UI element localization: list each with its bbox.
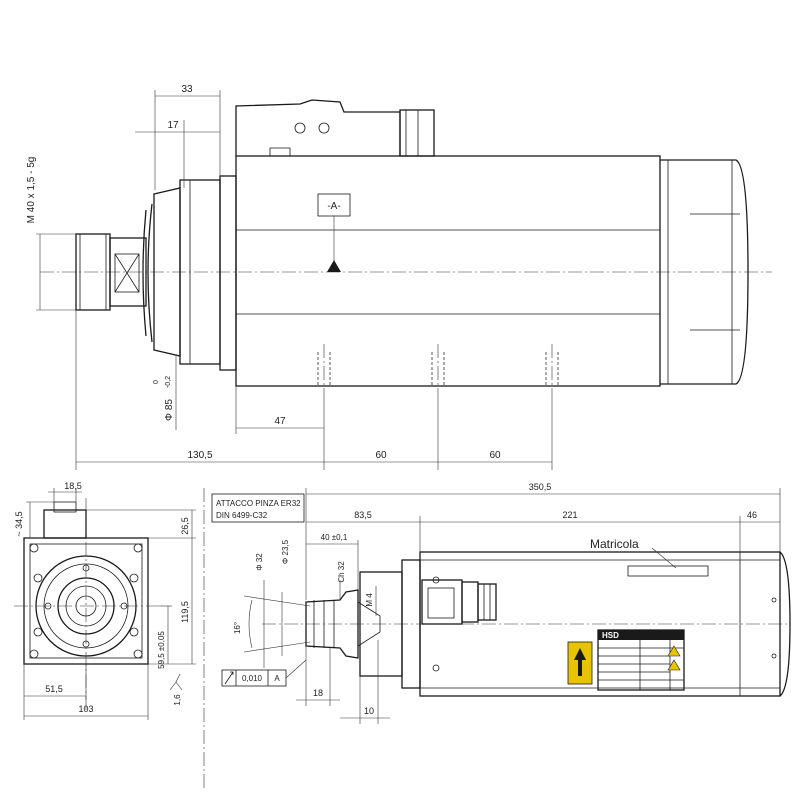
dim-33: 33	[181, 84, 193, 95]
dim-m4: M 4	[365, 593, 374, 607]
dim-83-5: 83,5	[354, 510, 372, 520]
dim-51-5: 51,5	[45, 684, 63, 694]
rotation-arrow-icon	[574, 648, 586, 676]
dim-40: 40 ±0,1	[321, 533, 348, 542]
dim-119-5: 119,5	[180, 601, 190, 623]
dim-46: 46	[747, 510, 757, 520]
electric-warning-icon	[667, 659, 681, 671]
dim-103: 103	[78, 704, 93, 714]
datum-triangle	[327, 260, 341, 272]
dim-17: 17	[167, 120, 179, 131]
front-view: 18,5 ~ 34,5 26,5 119,5 59,5 ±0,05 1,6 51…	[14, 481, 196, 720]
dim-60-a: 60	[375, 450, 387, 461]
dim-10: 10	[364, 706, 374, 716]
dim-dia32: Φ 32	[255, 553, 264, 571]
nameplate: HSD	[597, 629, 685, 691]
collet-note-line2: DIN 6499-C32	[216, 511, 268, 520]
mounting-hole-3	[545, 344, 559, 400]
dim-dia85: Φ 85	[164, 399, 175, 421]
collet-note-line1: ATTACCO PINZA ER32	[216, 499, 301, 508]
dim-130-5: 130,5	[187, 450, 212, 461]
tolerance-datum: A	[274, 674, 280, 683]
dim-221: 221	[562, 510, 577, 520]
warning-icon	[667, 645, 681, 657]
tolerance-value: 0,010	[242, 674, 263, 683]
serial-label: Matricola	[590, 537, 639, 551]
dim-angle-16: 16°	[233, 622, 242, 634]
dim-34-5: ~ 34,5	[14, 511, 24, 536]
tolerance-frame: 0,010 A	[221, 659, 307, 687]
dim-thread: M 40 x 1,5 - 5g	[26, 157, 37, 224]
mounting-hole-1	[317, 344, 331, 400]
top-view: -A- 33 17 M 40 x 1,5 -	[26, 84, 772, 470]
dim-47: 47	[274, 416, 286, 427]
nameplate-brand: HSD	[602, 631, 619, 640]
side-view: ATTACCO PINZA ER32 DIN 6499-C32 Matricol…	[211, 482, 791, 724]
dim-dia85-tol-lower: -0,2	[165, 376, 172, 388]
datum-a-label: -A-	[327, 201, 340, 212]
roughness-value: 1,6	[173, 694, 182, 706]
dim-dia85-tol-upper: 0	[153, 380, 160, 384]
dim-59-5: 59,5 ±0,05	[157, 631, 166, 669]
dim-350-5: 350,5	[529, 482, 552, 492]
dim-dia23-5: Φ 23,5	[281, 539, 290, 564]
dim-60-b: 60	[489, 450, 501, 461]
mounting-hole-2	[431, 344, 445, 400]
dim-18-5: 18,5	[64, 481, 82, 491]
dim-18: 18	[313, 688, 323, 698]
dim-26-5: 26,5	[180, 517, 190, 535]
dim-ch32: Ch 32	[337, 561, 346, 583]
serial-plate	[627, 565, 709, 577]
